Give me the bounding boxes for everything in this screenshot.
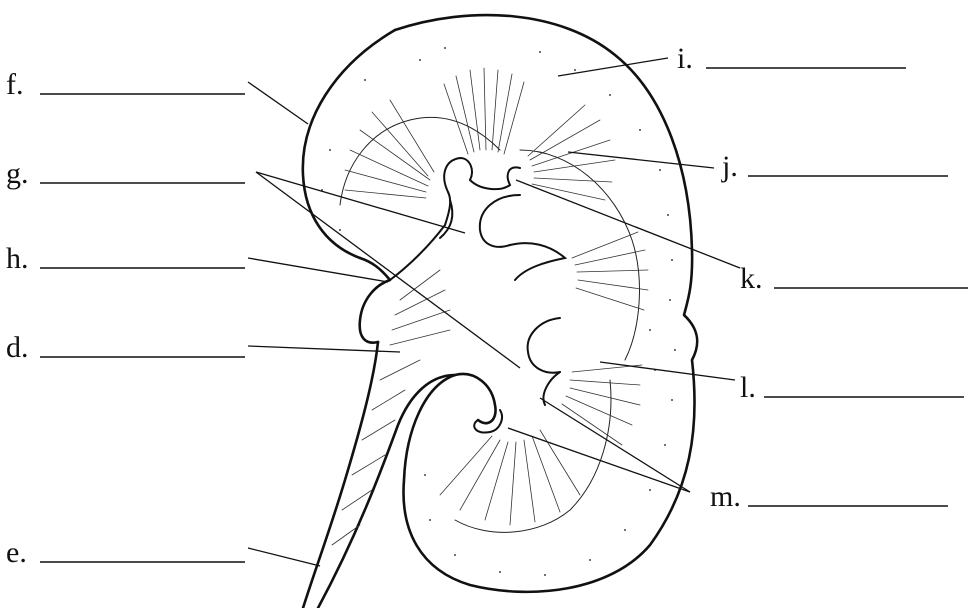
leader-j [568,152,714,168]
label-k: k. [740,262,763,295]
label-j: j. [721,150,738,183]
label-h: h. [6,242,29,275]
minor-calyx-upper [444,158,472,192]
renal-pyramid-right [572,232,648,310]
renal-pelvis-striations [332,270,450,545]
leader-i [558,58,668,76]
renal-pyramid-upper-left [345,100,434,198]
major-calyx-upper [480,195,520,247]
leader-m-2 [540,398,690,492]
renal-pyramid-bottom [440,430,580,525]
cortex-stipple [321,47,676,576]
label-d: d. [6,331,29,364]
renal-pyramid-top [444,68,524,154]
leader-g-2 [256,172,520,368]
label-i: i. [677,42,693,75]
left-label-column: f. g. h. d. e. [6,68,245,569]
label-l: l. [740,371,756,404]
label-f: f. [6,68,24,101]
label-g: g. [6,157,29,190]
ureter-outer-wall [303,342,378,608]
major-calyx-middle [510,243,565,280]
label-m: m. [710,480,741,513]
right-label-column: i. j. k. l. m. [677,42,968,513]
hilum-fat-outline [360,258,390,343]
leader-k [516,180,740,268]
leader-e [248,548,320,566]
leader-m-1 [508,428,690,492]
capsule-upper-left-edge [303,30,395,258]
minor-calyx-l [528,318,560,373]
minor-calyx-k [470,167,520,189]
kidney-illustration [303,15,697,608]
label-e: e. [6,536,27,569]
minor-calyx-lower [543,372,560,405]
leader-g-1 [256,172,465,233]
ureter-inner-wall [318,375,455,608]
leader-f [248,82,308,124]
renal-pyramid-lower-right [562,365,642,445]
renal-capsule-outline [395,15,697,592]
leader-l [600,362,735,380]
